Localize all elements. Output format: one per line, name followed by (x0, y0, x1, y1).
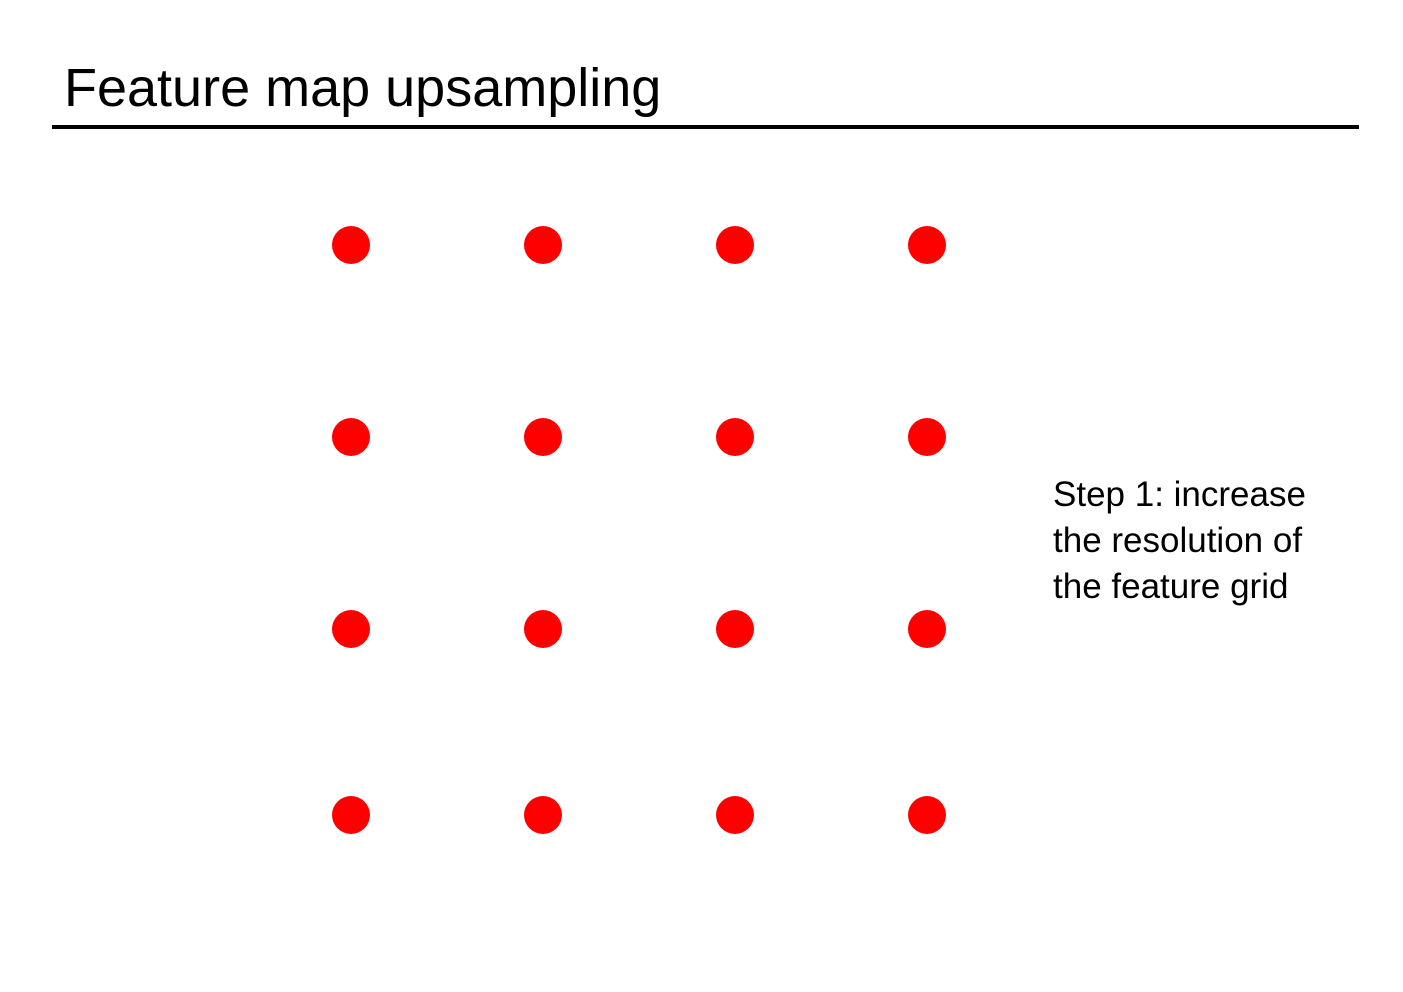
feature-dot (908, 226, 946, 264)
feature-dot (524, 418, 562, 456)
slide-title: Feature map upsampling (64, 58, 662, 118)
step-caption-line: the feature grid (1053, 567, 1289, 606)
feature-dot (908, 796, 946, 834)
feature-dot (716, 796, 754, 834)
feature-dot (332, 418, 370, 456)
step-caption: Step 1: increase the resolution of the f… (1053, 472, 1383, 610)
step-caption-line: Step 1: increase (1053, 475, 1306, 514)
feature-dot (716, 226, 754, 264)
feature-dot (332, 226, 370, 264)
feature-dot (716, 610, 754, 648)
feature-dot (908, 610, 946, 648)
feature-dot (524, 610, 562, 648)
feature-dot (332, 610, 370, 648)
title-divider (52, 125, 1359, 129)
feature-dot (524, 226, 562, 264)
feature-dot (716, 418, 754, 456)
feature-dot (908, 418, 946, 456)
step-caption-line: the resolution of (1053, 521, 1303, 560)
feature-dot (524, 796, 562, 834)
feature-dot (332, 796, 370, 834)
